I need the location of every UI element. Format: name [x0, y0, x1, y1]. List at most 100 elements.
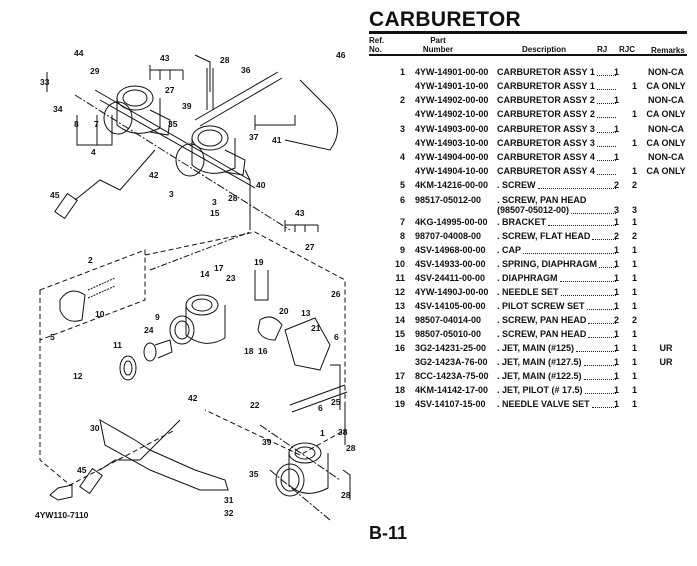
description: CARBURETOR ASSY 4	[497, 151, 617, 164]
callout-label: 12	[73, 371, 83, 381]
rjc-qty: 1	[631, 273, 637, 283]
rj-qty: 1	[613, 95, 619, 105]
rjc-qty: 1	[631, 287, 637, 297]
description-text: . SCREW	[497, 180, 536, 190]
description-cont: (98507-05012-00)	[497, 204, 617, 217]
callout-label: 44	[74, 48, 84, 58]
rj-qty: 1	[613, 217, 619, 227]
remarks: CA ONLY	[646, 166, 686, 176]
description-text: CARBURETOR ASSY 4	[497, 152, 595, 162]
description-text: . PILOT SCREW SET	[497, 301, 585, 311]
description-text: . SPRING, DIAPHRAGM	[497, 259, 598, 269]
description: . JET, PILOT (# 17.5)	[497, 384, 617, 397]
header-rjc: RJC	[619, 45, 636, 54]
description: . SCREW	[497, 179, 617, 192]
description: . JET, MAIN (#125)	[497, 342, 617, 355]
description-text: . DIAPHRAGM	[497, 273, 558, 283]
ref-number: 1	[399, 67, 405, 77]
callout-label: 26	[331, 289, 341, 299]
dot-leader	[596, 137, 616, 147]
callout-label: 45	[50, 190, 60, 200]
dot-leader	[596, 80, 616, 90]
callout-label: 21	[311, 323, 321, 333]
part-number: 4SV-24411-00-00	[415, 273, 486, 283]
callout-label: 28	[220, 55, 230, 65]
part-number: 4YW-14903-00-00	[415, 124, 489, 134]
description-text: . JET, PILOT (# 17.5)	[497, 385, 583, 395]
part-number: 3G2-1423A-76-00	[415, 357, 488, 367]
header-remarks: Remarks	[651, 46, 685, 55]
rj-qty: 1	[613, 152, 619, 162]
callout-label: 20	[279, 306, 289, 316]
callout-label: 4	[91, 147, 96, 157]
ref-number: 11	[395, 273, 405, 283]
part-number: 4KM-14216-00-00	[415, 180, 489, 190]
rjc-qty: 1	[631, 109, 637, 119]
part-number: 98507-04014-00	[415, 315, 482, 325]
ref-number: 5	[399, 180, 405, 190]
part-number: 4YW-14904-00-00	[415, 152, 489, 162]
description: . BRACKET	[497, 216, 617, 229]
part-number: 4SV-14968-00-00	[415, 245, 486, 255]
part-number: 4YW-1490J-00-00	[415, 287, 489, 297]
callout-label: 45	[77, 465, 87, 475]
description-text: CARBURETOR ASSY 3	[497, 138, 595, 148]
part-number: 4YW-14903-10-00	[415, 138, 489, 148]
rj-qty: 1	[613, 399, 619, 409]
ref-number: 13	[394, 301, 405, 311]
dot-leader	[584, 384, 616, 394]
callout-label: 6	[334, 332, 339, 342]
callout-label: 11	[113, 340, 122, 350]
ref-number: 7	[399, 217, 405, 227]
ref-number: 4	[399, 152, 405, 162]
callout-label: 37	[249, 132, 259, 142]
rj-qty: 1	[613, 124, 619, 134]
rjc-qty: 1	[631, 385, 637, 395]
ref-number: 6	[399, 195, 405, 205]
page-title: CARBURETOR	[369, 8, 521, 31]
remarks: NON-CA	[648, 67, 684, 77]
description-text: . JET, MAIN (#122.5)	[497, 371, 582, 381]
title-rule	[369, 31, 687, 34]
header-ref: Ref.No.	[369, 36, 384, 54]
part-number: 4YW-14901-00-00	[415, 67, 489, 77]
dot-leader	[591, 398, 616, 408]
description: . NEEDLE SET	[497, 286, 617, 299]
callout-label: 19	[254, 257, 264, 267]
ref-number: 15	[394, 329, 405, 339]
dot-leader	[596, 151, 616, 161]
dot-leader	[592, 230, 616, 240]
carburetor-upper-right	[175, 125, 246, 177]
description: . SCREW, PAN HEAD	[497, 314, 617, 327]
dot-leader	[596, 66, 616, 76]
callout-label: 3	[212, 197, 217, 207]
dot-leader	[596, 165, 616, 175]
callout-label: 9	[155, 312, 160, 322]
dot-leader	[523, 244, 616, 254]
rjc-qty: 3	[631, 205, 637, 215]
part-number: 4YW-14904-10-00	[415, 166, 489, 176]
part-number: 3G2-14231-25-00	[415, 343, 487, 353]
header-ref-line2: No.	[369, 45, 382, 54]
description: . CAP	[497, 244, 617, 257]
subassembly-dashed-box	[39, 249, 176, 486]
part-number: 4YW-14901-10-00	[415, 81, 489, 91]
rj-qty: 1	[613, 273, 619, 283]
rj-qty: 2	[613, 231, 619, 241]
carburetor-lower	[275, 442, 329, 497]
rj-qty: 1	[613, 245, 619, 255]
description: . NEEDLE VALVE SET	[497, 398, 617, 411]
callout-label: 6	[318, 403, 323, 413]
callout-label: 41	[272, 135, 282, 145]
description: . SPRING, DIAPHRAGM	[497, 258, 617, 271]
description: CARBURETOR ASSY 1	[497, 80, 617, 93]
dot-leader	[548, 216, 616, 226]
dot-leader	[560, 286, 616, 296]
callout-label: 29	[90, 66, 100, 76]
callout-label: 28	[341, 490, 351, 500]
